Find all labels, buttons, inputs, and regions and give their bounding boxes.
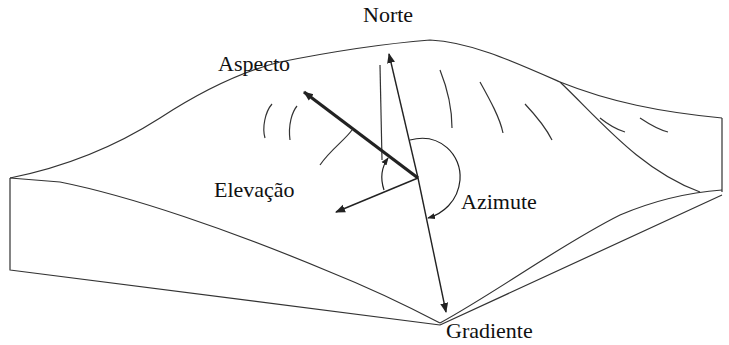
terrain-block <box>10 40 722 325</box>
north-label: Norte <box>363 3 413 27</box>
elevation-label: Elevação <box>214 178 295 202</box>
gradient-label: Gradiente <box>446 319 533 343</box>
vector-arrows <box>304 54 460 312</box>
azimuth-label: Azimute <box>461 190 537 214</box>
aspect-label: Aspecto <box>218 52 290 76</box>
